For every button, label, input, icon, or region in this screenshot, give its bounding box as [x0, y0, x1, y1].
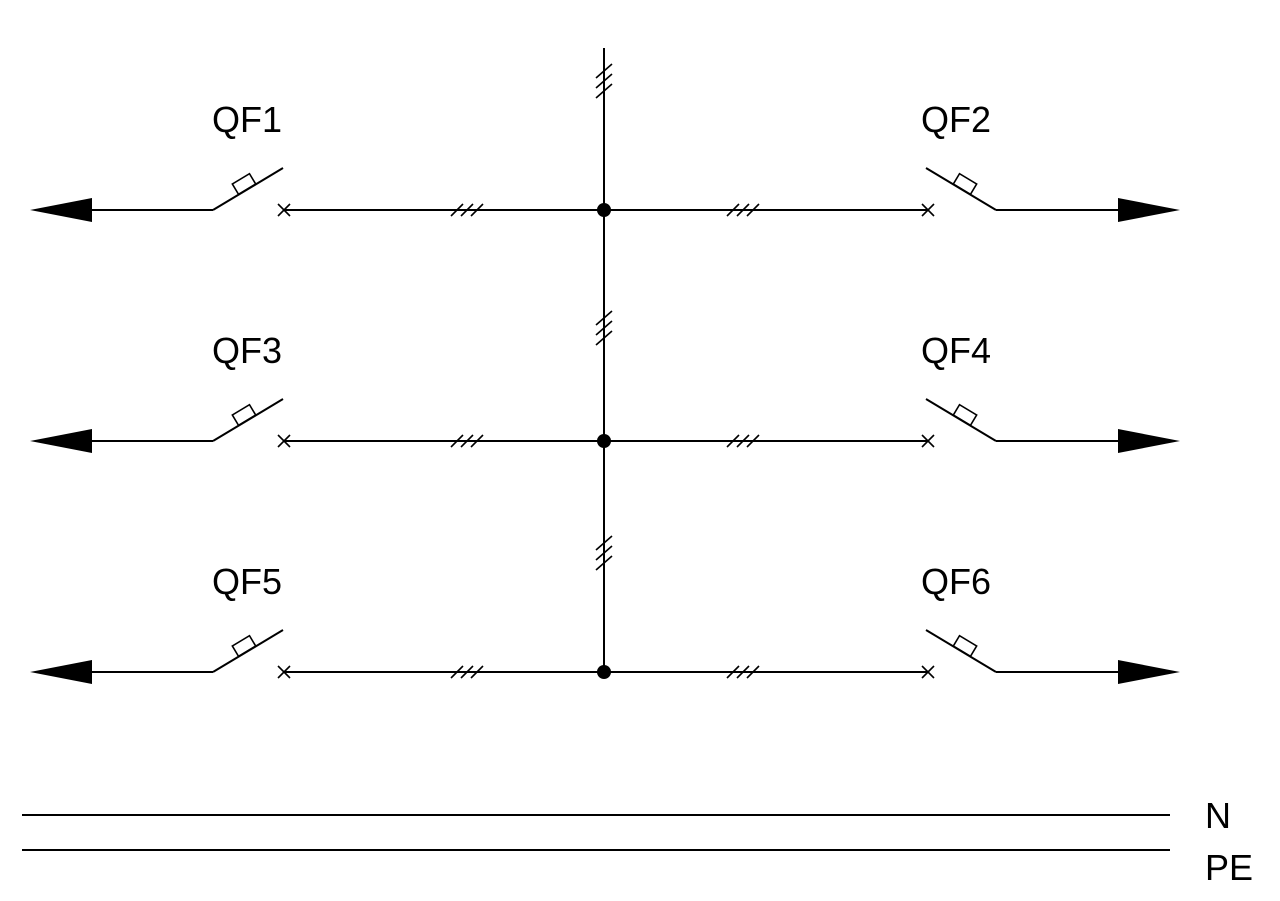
phase-marker-left-1 — [450, 203, 484, 217]
junction-dot-2 — [597, 434, 611, 448]
bus-phase-marker-top — [595, 63, 613, 99]
junction-dot-3 — [597, 665, 611, 679]
bus-phase-marker-bottom — [595, 535, 613, 571]
breaker-label-qf4: QF4 — [921, 330, 991, 371]
breaker-qf2 — [921, 167, 997, 217]
breaker-qf5 — [212, 629, 291, 679]
junction-dot-1 — [597, 203, 611, 217]
breaker-qf1 — [212, 167, 291, 217]
phase-marker-left-2 — [450, 434, 484, 448]
phase-marker-right-3 — [726, 665, 760, 679]
bus-phase-marker-middle — [595, 310, 613, 346]
left-arrow-5 — [30, 660, 92, 684]
breaker-label-qf6: QF6 — [921, 561, 991, 602]
breaker-qf3 — [212, 398, 291, 448]
neutral-conductor-label: N — [1205, 795, 1231, 836]
breaker-label-qf5: QF5 — [212, 561, 282, 602]
left-arrow-1 — [30, 198, 92, 222]
pe-conductor-label: PE — [1205, 847, 1253, 888]
phase-marker-right-2 — [726, 434, 760, 448]
breaker-label-qf3: QF3 — [212, 330, 282, 371]
phase-marker-left-3 — [450, 665, 484, 679]
breaker-label-qf1: QF1 — [212, 99, 282, 140]
feeder-row-2 — [30, 398, 1180, 453]
breaker-qf4 — [921, 398, 997, 448]
phase-marker-right-1 — [726, 203, 760, 217]
feeder-row-1 — [30, 167, 1180, 222]
breaker-qf6 — [921, 629, 997, 679]
right-arrow-6 — [1118, 660, 1180, 684]
breaker-label-qf2: QF2 — [921, 99, 991, 140]
feeder-row-3 — [30, 629, 1180, 684]
right-arrow-2 — [1118, 198, 1180, 222]
right-arrow-4 — [1118, 429, 1180, 453]
left-arrow-3 — [30, 429, 92, 453]
